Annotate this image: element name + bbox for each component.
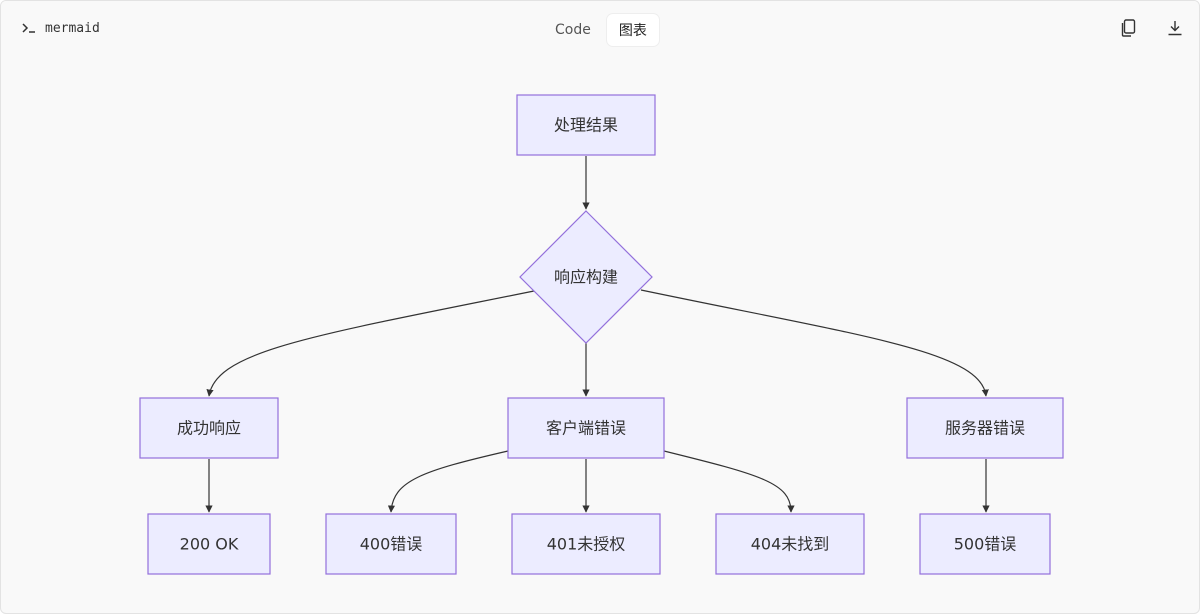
edge-build-success: [206, 290, 535, 397]
node-server-error[interactable]: 服务器错误: [906, 397, 1064, 459]
node-500-error[interactable]: 500错误: [919, 513, 1051, 575]
node-success-response-label: 成功响应: [177, 419, 241, 438]
tab-code[interactable]: Code: [555, 22, 591, 38]
node-client-error-label: 客户端错误: [546, 419, 626, 438]
node-401-unauthorized[interactable]: 401未授权: [511, 513, 661, 575]
download-button[interactable]: [1165, 17, 1185, 39]
panel-header: mermaid Code 图表: [1, 1, 1199, 57]
node-process-result-label: 处理结果: [554, 116, 618, 135]
view-tabs: Code 图表: [543, 14, 659, 46]
copy-button[interactable]: [1119, 17, 1139, 39]
node-400-error[interactable]: 400错误: [325, 513, 457, 575]
language-label: mermaid: [21, 20, 100, 36]
terminal-prompt-icon: [22, 23, 35, 33]
node-200-ok[interactable]: 200 OK: [147, 513, 271, 575]
node-server-error-label: 服务器错误: [945, 419, 1025, 438]
tab-chart[interactable]: 图表: [606, 14, 659, 46]
diagram-canvas: 处理结果 响应构建 成功响应 客户端错误 服务器错误 200 OK: [1, 57, 1199, 613]
node-500-error-label: 500错误: [954, 535, 1017, 554]
language-name: mermaid: [45, 20, 100, 36]
node-400-error-label: 400错误: [360, 535, 423, 554]
copy-icon: [1121, 19, 1136, 37]
node-response-build-label: 响应构建: [554, 268, 618, 287]
edge-client-400: [387, 450, 509, 513]
node-response-build[interactable]: 响应构建: [519, 210, 653, 344]
node-200-ok-label: 200 OK: [180, 535, 239, 554]
download-icon: [1168, 21, 1182, 36]
edge-build-server: [640, 289, 989, 397]
node-client-error[interactable]: 客户端错误: [507, 397, 665, 459]
flowchart: 处理结果 响应构建 成功响应 客户端错误 服务器错误 200 OK: [139, 94, 1064, 575]
node-process-result[interactable]: 处理结果: [516, 94, 656, 156]
node-404-not-found-label: 404未找到: [751, 535, 830, 554]
edge-client-404: [663, 450, 795, 513]
node-success-response[interactable]: 成功响应: [139, 397, 279, 459]
node-401-unauthorized-label: 401未授权: [547, 535, 626, 554]
header-actions: [1119, 17, 1185, 39]
node-404-not-found[interactable]: 404未找到: [715, 513, 865, 575]
